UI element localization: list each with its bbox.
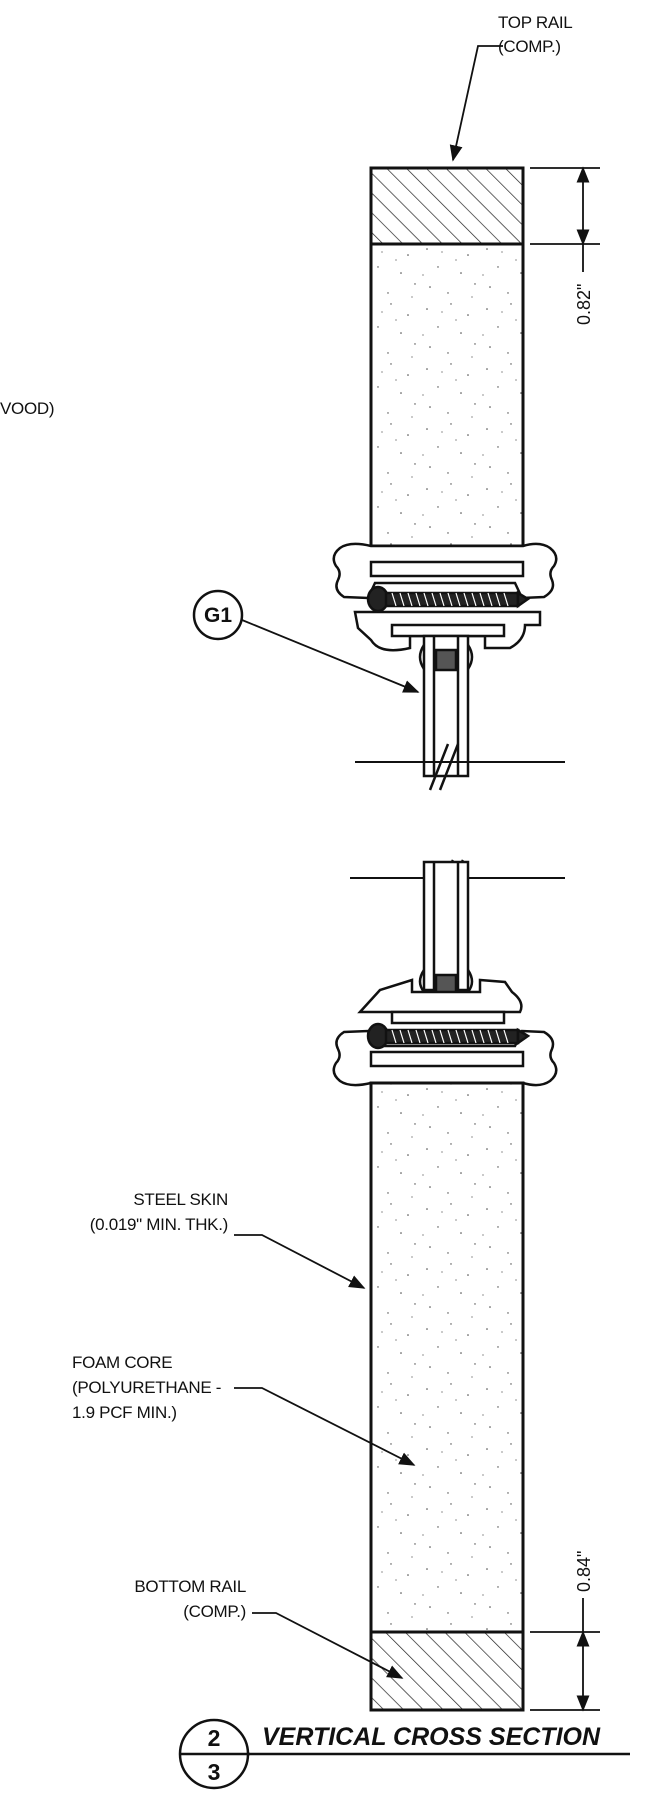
steel-skin-leader (234, 1234, 366, 1289)
top-glazing-stop (332, 542, 558, 778)
top-screw (366, 585, 531, 613)
top-dimension-value: 0.82" (574, 284, 594, 325)
top-rail-label-line1: TOP RAIL (498, 13, 572, 32)
bottom-dimension (530, 1598, 600, 1712)
top-rail-leader (449, 45, 503, 162)
section-title: VERTICAL CROSS SECTION (262, 1723, 601, 1751)
bottom-glazing-stop (332, 860, 558, 1087)
foam-core-label-line3: 1.9 PCF MIN.) (72, 1403, 177, 1422)
bottom-rail-hatch (369, 1630, 525, 1712)
bottom-rail-label-line1: BOTTOM RAIL (134, 1577, 246, 1596)
bottom-screw (366, 1022, 531, 1050)
foam-core-label-line1: FOAM CORE (72, 1353, 172, 1372)
bottom-panel (369, 1081, 525, 1712)
bottom-rail-leader (252, 1612, 404, 1679)
bottom-rail-label-line2: (COMP.) (183, 1602, 246, 1621)
section-number: 2 (208, 1725, 221, 1751)
top-dimension (530, 166, 600, 272)
steel-skin-label-line1: STEEL SKIN (133, 1190, 228, 1209)
section-sheet: 3 (208, 1759, 221, 1785)
foam-core-leader (234, 1387, 416, 1466)
top-rail-label-line2: (COMP.) (498, 37, 561, 56)
bottom-dimension-value: 0.84" (574, 1551, 594, 1592)
foam-core-label-line2: (POLYURETHANE - (72, 1378, 221, 1397)
section-title-block: 2 3 VERTICAL CROSS SECTION (178, 1718, 630, 1790)
bottom-glass-pane (422, 860, 470, 992)
g1-tag: G1 (204, 604, 232, 627)
bottom-panel-foam-core (369, 1081, 525, 1712)
top-rail-hatch (369, 166, 525, 246)
wood-label-fragment: VOOD) (0, 399, 54, 418)
steel-skin-label-line2: (0.019" MIN. THK.) (90, 1215, 228, 1234)
top-panel (369, 166, 525, 548)
g1-callout: G1 (192, 589, 420, 693)
